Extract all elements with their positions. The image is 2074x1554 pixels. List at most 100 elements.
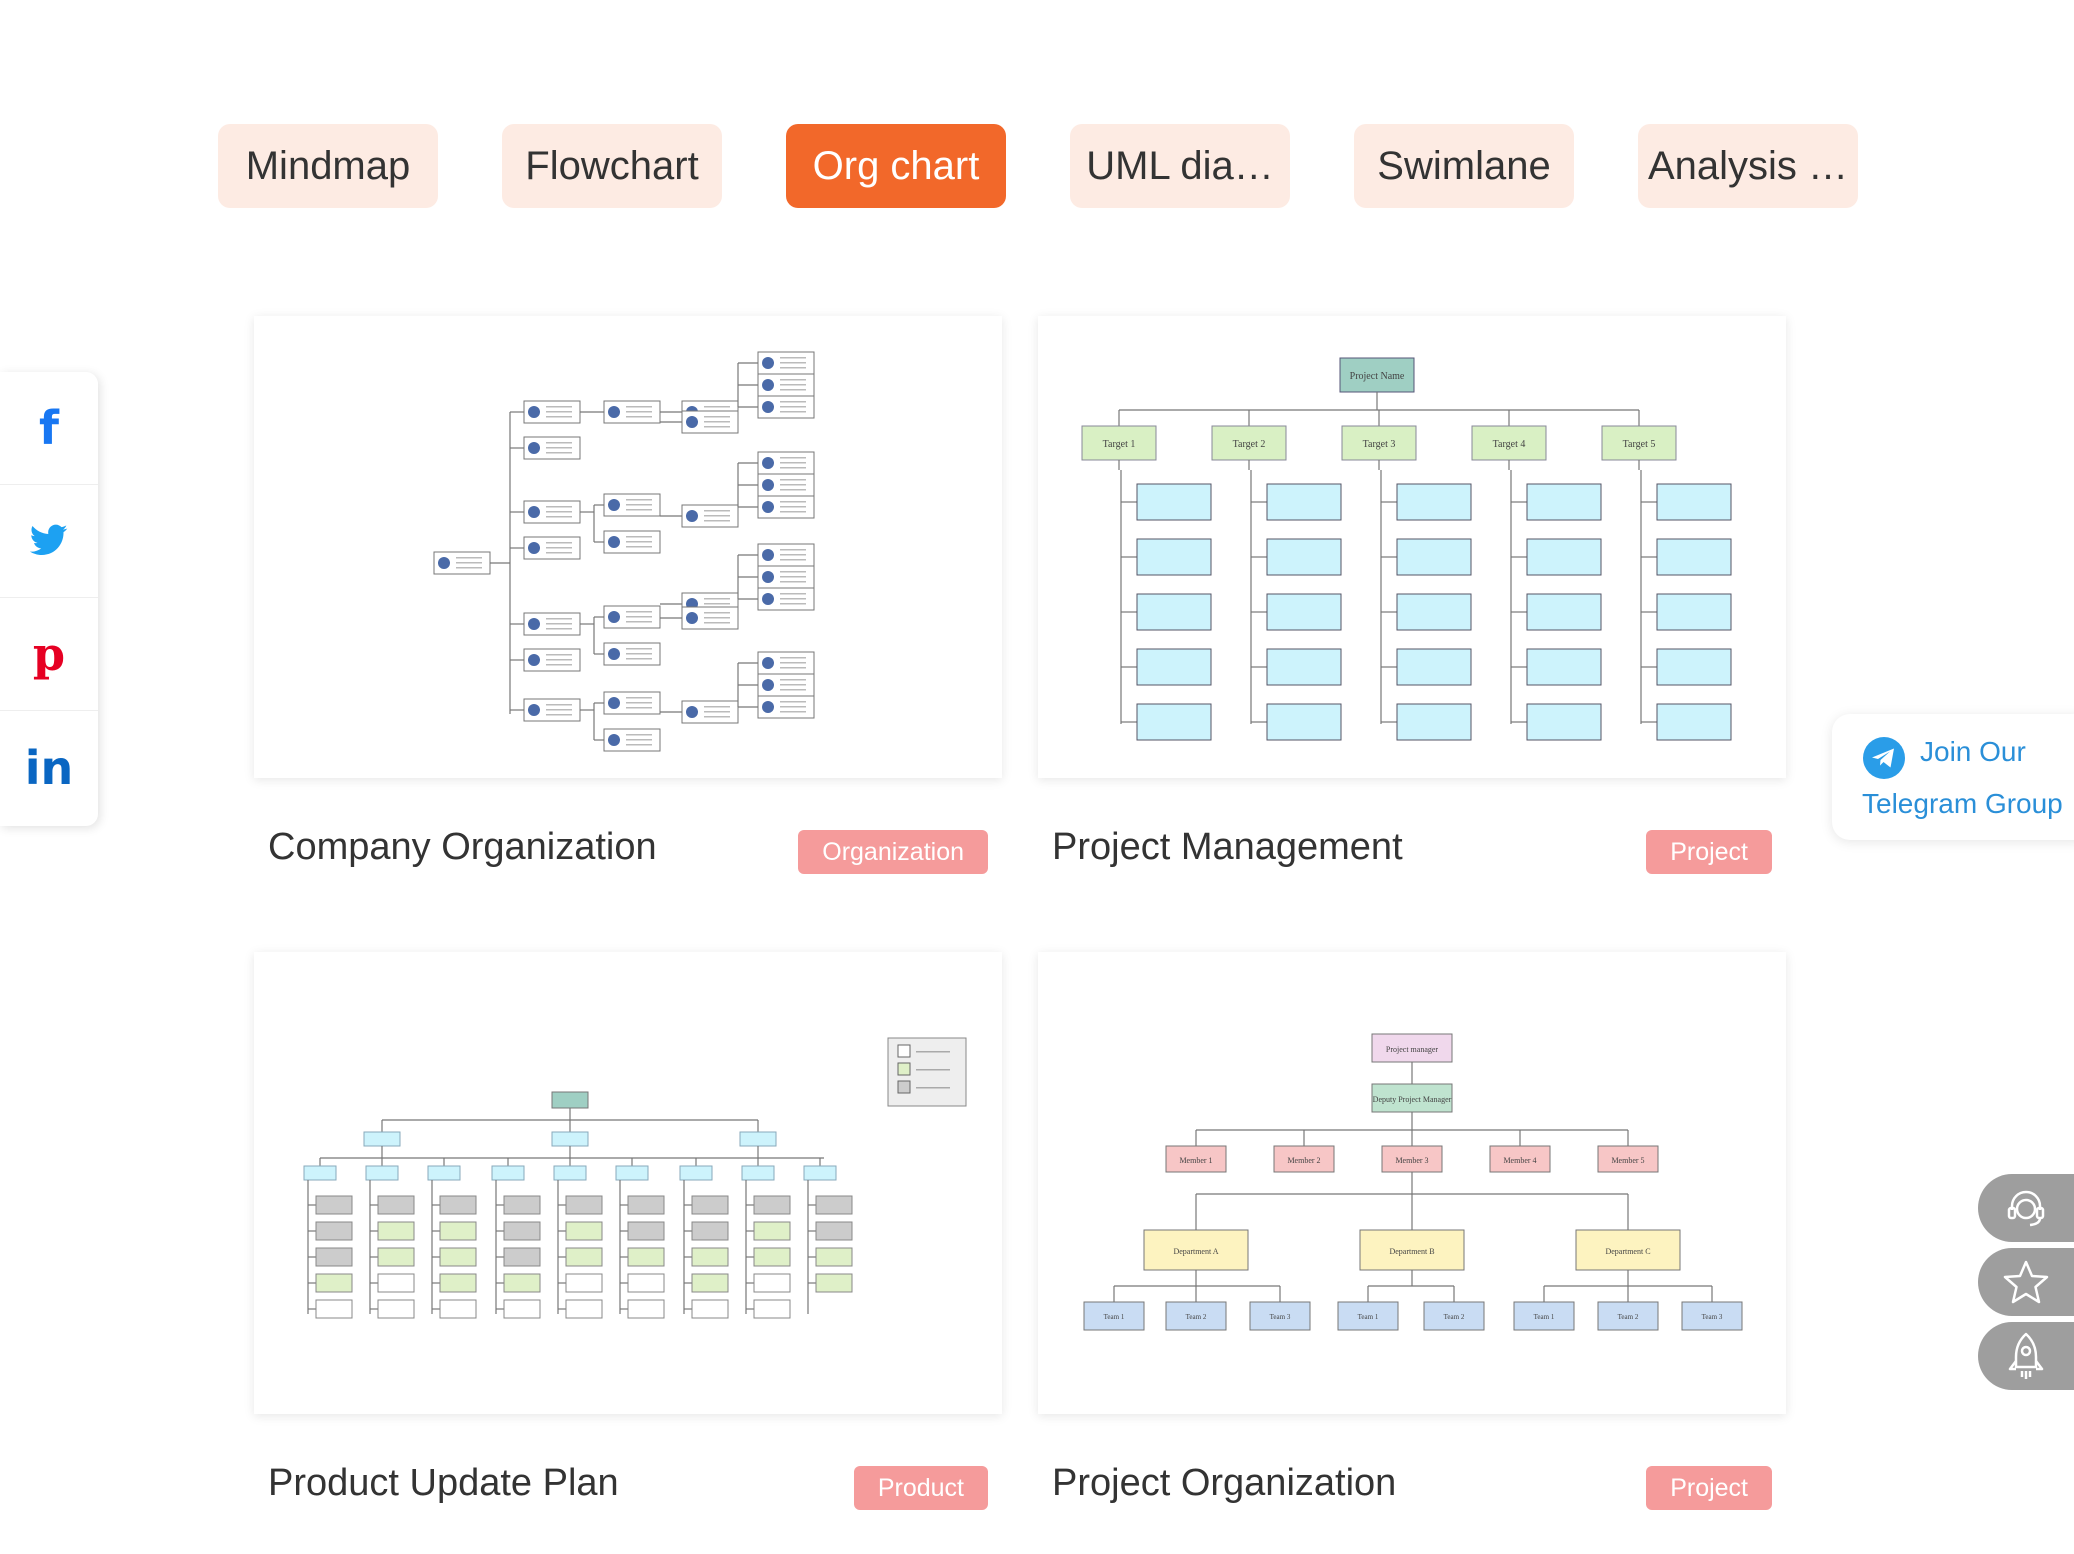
task-node — [1136, 538, 1212, 576]
category-tag[interactable]: Project — [1646, 1466, 1772, 1510]
task-node — [377, 1221, 415, 1241]
tab-mindmap[interactable]: Mindmap — [218, 124, 438, 208]
legend-swatch — [897, 1062, 911, 1076]
task-node — [1526, 593, 1602, 631]
avatar-shape — [528, 542, 540, 554]
po-deputy-label: Deputy Project Manager — [1373, 1095, 1452, 1104]
task-node — [377, 1273, 415, 1293]
text-placeholder — [626, 702, 652, 704]
tab-uml-diagram[interactable]: UML dia… — [1070, 124, 1290, 208]
pm-root-label: Project Name — [1350, 371, 1405, 382]
text-placeholder — [780, 559, 806, 561]
text-placeholder — [780, 401, 806, 403]
po-member-label: Member 5 — [1611, 1156, 1644, 1165]
category-tag[interactable]: Organization — [798, 830, 988, 874]
task-node — [1396, 483, 1472, 521]
task-node — [1136, 483, 1212, 521]
tab-flowchart[interactable]: Flowchart — [502, 124, 722, 208]
text-placeholder — [704, 515, 730, 517]
share-bar: f p in — [0, 372, 98, 826]
text-placeholder — [546, 709, 572, 711]
telegram-text-line1: Join Our — [1920, 736, 2026, 767]
template-thumbnail[interactable]: Project Name Target 1 Target 2 Target 3 … — [1038, 316, 1786, 778]
pm-target-label: Target 1 — [1103, 439, 1136, 450]
text-placeholder — [626, 416, 652, 418]
avatar-shape — [762, 593, 774, 605]
avatar-shape — [608, 697, 620, 709]
sub-node — [803, 1165, 837, 1181]
text-placeholder — [780, 367, 806, 369]
sub-node — [365, 1165, 399, 1181]
text-placeholder — [626, 734, 652, 736]
task-node — [503, 1247, 541, 1267]
tab-org-chart[interactable]: Org chart — [786, 124, 1006, 208]
text-placeholder — [456, 562, 482, 564]
task-node — [503, 1299, 541, 1319]
po-team-label: Team 1 — [1358, 1313, 1379, 1321]
text-placeholder — [916, 1069, 950, 1071]
department-node — [1575, 1229, 1681, 1271]
task-node — [439, 1299, 477, 1319]
template-thumbnail[interactable] — [254, 316, 1002, 778]
task-node — [1136, 703, 1212, 741]
task-node — [753, 1195, 791, 1215]
share-pinterest[interactable]: p — [0, 598, 98, 711]
text-placeholder — [780, 662, 806, 664]
telegram-join-card[interactable]: Join Our Telegram Group — [1832, 714, 2074, 840]
task-node — [315, 1195, 353, 1215]
tab-analysis[interactable]: Analysis … — [1638, 124, 1858, 208]
task-node — [627, 1273, 665, 1293]
template-card-project-management[interactable]: Project Name Target 1 Target 2 Target 3 … — [1038, 316, 1786, 874]
template-card-company-organization[interactable]: Company Organization Organization — [254, 316, 1002, 874]
text-placeholder — [546, 628, 572, 630]
team-node — [1083, 1301, 1145, 1331]
task-node — [753, 1221, 791, 1241]
task-node — [315, 1221, 353, 1241]
text-placeholder — [780, 657, 806, 659]
branch-node — [363, 1131, 401, 1147]
template-thumbnail[interactable] — [254, 952, 1002, 1414]
member-node — [1165, 1145, 1227, 1173]
text-placeholder — [546, 447, 572, 449]
po-team-label: Team 3 — [1270, 1313, 1291, 1321]
customer-service-button[interactable] — [1978, 1174, 2074, 1242]
text-placeholder — [780, 501, 806, 503]
pinterest-icon: p — [32, 627, 66, 681]
avatar-shape — [528, 618, 540, 630]
text-placeholder — [780, 379, 806, 381]
template-thumbnail[interactable]: Project manager Deputy Project Manager M… — [1038, 952, 1786, 1414]
task-node — [1136, 593, 1212, 631]
text-placeholder — [626, 621, 652, 623]
share-linkedin[interactable]: in — [0, 711, 98, 824]
template-card-product-update-plan[interactable]: Product Update Plan Product — [254, 952, 1002, 1510]
task-node — [691, 1299, 729, 1319]
text-placeholder — [704, 706, 730, 708]
task-node — [565, 1273, 603, 1293]
root-node — [1371, 1033, 1453, 1063]
task-node — [315, 1273, 353, 1293]
text-placeholder — [780, 581, 806, 583]
favorite-button[interactable] — [1978, 1248, 2074, 1316]
share-facebook[interactable]: f — [0, 372, 98, 485]
text-placeholder — [626, 504, 652, 506]
task-node — [1656, 593, 1732, 631]
text-placeholder — [704, 406, 730, 408]
category-tag[interactable]: Product — [853, 1466, 988, 1510]
task-node — [815, 1195, 853, 1215]
avatar-shape — [528, 654, 540, 666]
task-node — [1526, 703, 1602, 741]
text-placeholder — [780, 362, 806, 364]
back-to-top-button[interactable] — [1978, 1322, 2074, 1390]
pm-target-label: Target 3 — [1363, 439, 1396, 450]
team-node — [1337, 1301, 1399, 1331]
text-placeholder — [546, 552, 572, 554]
category-tag[interactable]: Project — [1646, 830, 1772, 874]
text-placeholder — [546, 618, 572, 620]
template-card-project-organization[interactable]: Project manager Deputy Project Manager M… — [1038, 952, 1786, 1510]
task-node — [377, 1195, 415, 1215]
tab-swimlane[interactable]: Swimlane — [1354, 124, 1574, 208]
text-placeholder — [546, 452, 572, 454]
target-node — [1601, 425, 1677, 461]
project-organization-preview: Project manager Deputy Project Manager M… — [1083, 1033, 1743, 1331]
share-twitter[interactable] — [0, 485, 98, 598]
